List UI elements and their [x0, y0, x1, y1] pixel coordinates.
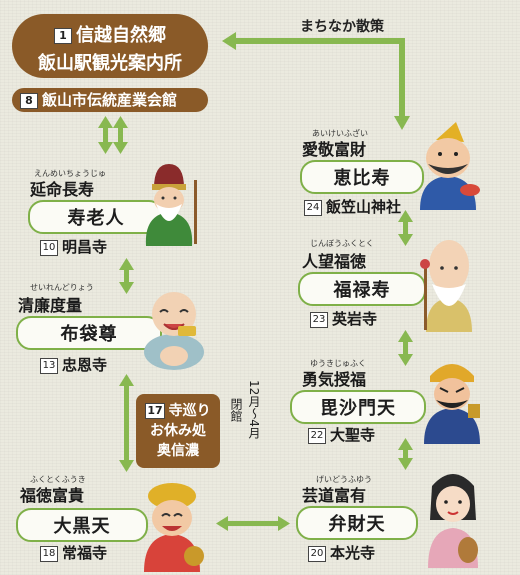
benzaiten-figure-icon: [428, 474, 478, 568]
god-name: 福禄寿: [333, 280, 391, 301]
virtue-reading: じんぼうふくとく: [310, 239, 374, 248]
crafts-hall-name: 飯山市伝統産業会館: [42, 91, 178, 109]
god-name-badge: 福禄寿: [298, 272, 426, 306]
god-name: 寿老人: [67, 208, 125, 229]
virtue-title: 愛敬富財: [302, 140, 367, 159]
temple-number: 23: [310, 311, 328, 328]
god-name-badge: 毘沙門天: [290, 390, 426, 424]
closed-note: 閉館: [229, 398, 243, 422]
virtue-reading: ふくとくふうき: [30, 475, 86, 484]
virtue-reading: ゆうきじゅふく: [310, 359, 366, 368]
ebisu-figure-icon: [420, 122, 480, 210]
temple-name: 大聖寺: [330, 426, 376, 444]
temple-name: 飯笠山神社: [326, 198, 402, 216]
virtue-reading: あいけいふざい: [312, 129, 368, 138]
info-center-number: 1: [54, 28, 72, 44]
rest-stop-number: 17: [145, 403, 165, 419]
fukurokuju-figure-icon: [420, 240, 472, 332]
god-name-badge: 弁財天: [296, 506, 418, 540]
virtue-reading: せいれんどりょう: [30, 283, 94, 292]
virtue-reading: げいどうふゆう: [316, 475, 372, 484]
crafts-hall-number: 8: [20, 92, 38, 109]
god-name: 弁財天: [328, 514, 386, 535]
god-name-badge: 大黒天: [16, 508, 148, 542]
virtue-title: 延命長寿: [30, 180, 95, 199]
god-name-badge: 恵比寿: [300, 160, 424, 194]
virtue-title: 芸道富有: [302, 486, 367, 505]
info-center-line1: 信越自然郷: [76, 25, 166, 46]
virtue-title: 勇気授福: [302, 370, 367, 389]
rest-stop-line1: 寺巡り: [168, 403, 211, 419]
temple-name: 英岩寺: [332, 310, 378, 328]
god-name: 毘沙門天: [320, 398, 396, 419]
info-center-line2: 飯山駅観光案内所: [38, 53, 182, 74]
temple-number: 13: [40, 357, 58, 374]
god-name: 恵比寿: [333, 168, 391, 189]
virtue-title: 清廉度量: [18, 296, 83, 315]
temple-number: 10: [40, 239, 58, 256]
temple-name: 本光寺: [330, 544, 376, 562]
temple-number: 20: [308, 545, 326, 562]
god-name: 大黒天: [53, 516, 111, 537]
god-name: 布袋尊: [60, 324, 118, 345]
virtue-title: 人望福徳: [302, 252, 367, 271]
hotei-figure-icon: [144, 292, 204, 370]
jurojin-figure-icon: [145, 164, 197, 246]
temple-number: 18: [40, 545, 58, 562]
temple-number: 22: [308, 427, 326, 444]
rest-stop-line3: 奥信濃: [157, 443, 199, 459]
temple-name: 明昌寺: [62, 238, 108, 256]
temple-name: 忠恩寺: [62, 356, 108, 374]
god-name-badge: 布袋尊: [16, 316, 162, 350]
bishamonten-figure-icon: [424, 364, 480, 444]
daikokuten-figure-icon: [144, 483, 204, 572]
temple-number: 24: [304, 199, 322, 216]
temple-name: 常福寺: [62, 544, 108, 562]
closed-months-note: 12月〜4月: [247, 380, 261, 439]
rest-stop-line2: お休み処: [150, 423, 206, 439]
virtue-reading: えんめいちょうじゅ: [34, 169, 106, 178]
virtue-title: 福徳富貴: [20, 486, 85, 505]
town-walk-label: まちなか散策: [300, 19, 384, 35]
